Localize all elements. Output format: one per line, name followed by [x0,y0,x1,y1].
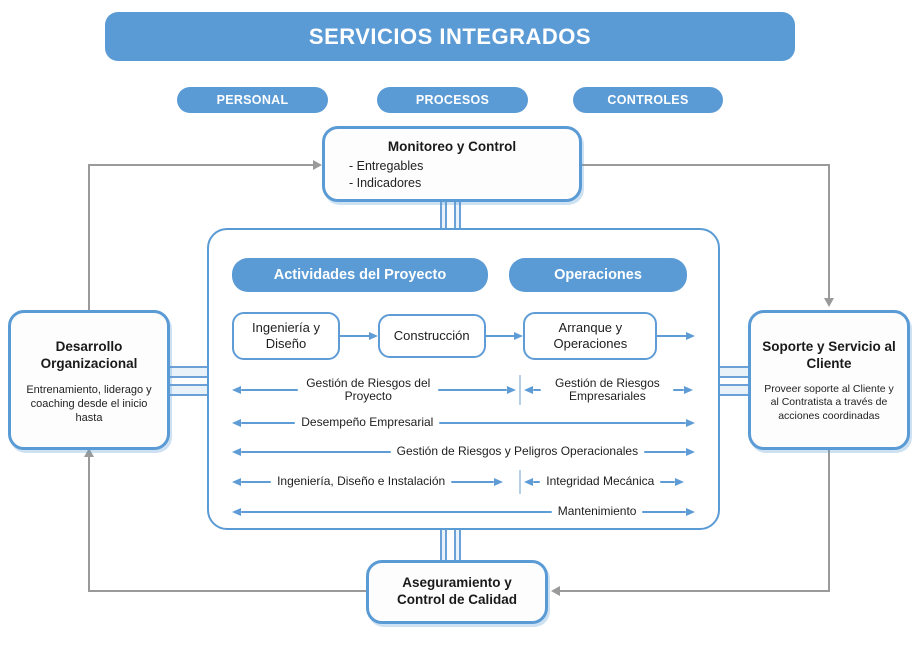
arrowhead-into-orgdev-icon [84,448,94,457]
mechanical-integrity-label: Integridad Mecánica [546,474,655,489]
startup-operations-label: Arranque y Operaciones [553,320,628,351]
pill-procesos: PROCESOS [377,87,528,113]
customer-support-box: Soporte y Servicio al Cliente Proveer so… [748,310,910,450]
flow-arrow-1-icon [340,332,378,340]
org-development-title: Desarrollo Organizacional [40,339,138,371]
project-activities-label: Actividades del Proyecto [273,267,447,283]
channel-top-2 [454,200,461,232]
org-development-body: Entrenamiento, liderago y coaching desde… [26,383,152,425]
channel-top-1 [440,200,447,232]
construction-label: Construcción [393,328,470,344]
monitoring-title: Monitoreo y Control [387,139,517,154]
row-divider-2 [519,470,521,494]
connector-right-bottom-vertical [828,450,830,592]
title-banner: SERVICIOS INTEGRADOS [105,12,795,61]
flow-row-operational-hazards: Gestión de Riesgos y Peligros Operaciona… [232,440,695,464]
flow-row-risk: Gestión de Riesgos del Proyecto Gestión … [232,374,695,406]
project-activities-header: Actividades del Proyecto [232,258,488,292]
connector-left-bottom-vertical [88,456,90,592]
org-development-box: Desarrollo Organizacional Entrenamiento,… [8,310,170,450]
pill-procesos-label: PROCESOS [415,93,490,107]
customer-support-body: Proveer soporte al Cliente y al Contrati… [764,382,894,423]
installation-label: Ingeniería, Diseño e Instalación [277,474,446,489]
row-divider-1 [519,375,521,405]
pill-personal-label: PERSONAL [216,93,289,107]
enterprise-risk-label: Gestión de Riesgos Empresariales [555,375,660,403]
connector-left-top-vertical [88,164,90,310]
flow-row-performance: Desempeño Empresarial [232,411,695,435]
customer-support-title: Soporte y Servicio al Cliente [762,339,896,371]
connector-right-top-vertical [828,164,830,301]
business-performance-label: Desempeño Empresarial [301,415,434,430]
flow-rows: Gestión de Riesgos del Proyecto Gestión … [232,374,695,524]
pill-controles-label: CONTROLES [607,93,689,107]
central-process-container: Actividades del Proyecto Operaciones Ing… [207,224,725,535]
project-risk-label: Gestión de Riesgos del Proyecto [306,375,431,403]
channel-right-2 [717,384,751,396]
arrowhead-into-monitoring-icon [313,160,322,170]
connector-right-bottom-horizontal [560,590,830,592]
operations-header: Operaciones [509,258,687,292]
flow-row-risk-left: Gestión de Riesgos del Proyecto [232,375,516,403]
process-box-construction: Construcción [377,314,486,358]
page-title: SERVICIOS INTEGRADOS [308,23,592,49]
channel-left-2 [168,384,210,396]
channel-left-1 [168,366,210,378]
flow-row-integrity-left: Ingeniería, Diseño e Instalación [232,475,516,488]
flow-row-integrity: Ingeniería, Diseño e Instalación Integri… [232,469,695,495]
monitoring-item-indicators: - Indicadores [349,175,422,190]
channel-right-1 [717,366,751,378]
monitoring-item-deliverables: - Entregables [349,158,424,173]
monitoring-control-box: Monitoreo y Control - Entregables - Indi… [322,126,582,202]
pill-personal: PERSONAL [177,87,328,113]
quality-assurance-box: Aseguramiento y Control de Calidad [366,560,548,624]
flow-row-risk-right: Gestión de Riesgos Empresariales [524,375,695,403]
header-row: Actividades del Proyecto Operaciones [232,258,695,292]
connector-left-bottom-horizontal [88,590,368,592]
flow-arrow-2-icon [485,332,524,340]
flow-row-maintenance: Mantenimiento [232,500,695,524]
engineering-design-label: Ingeniería y Diseño [252,320,320,351]
connector-right-top-horizontal [582,164,830,166]
channel-bottom-2 [454,527,461,563]
arrowhead-into-quality-icon [551,586,560,596]
flow-row-integrity-right: Integridad Mecánica [524,475,695,488]
process-box-engineering-design: Ingeniería y Diseño [232,312,340,360]
arrowhead-into-support-icon [824,298,834,307]
operations-label: Operaciones [554,267,642,283]
pill-controles: CONTROLES [573,87,723,113]
maintenance-label: Mantenimiento [557,504,637,519]
connector-left-top-horizontal [88,164,316,166]
monitoring-items: - Entregables - Indicadores [325,158,579,192]
process-boxes-row: Ingeniería y Diseño Construcción Arranqu… [232,312,696,360]
process-box-startup-operations: Arranque y Operaciones [523,312,658,360]
flow-arrow-exit-icon [657,332,696,340]
operational-hazards-label: Gestión de Riesgos y Peligros Operaciona… [396,444,639,459]
quality-assurance-title: Aseguramiento y Control de Calidad [396,575,517,607]
channel-bottom-1 [440,527,447,563]
